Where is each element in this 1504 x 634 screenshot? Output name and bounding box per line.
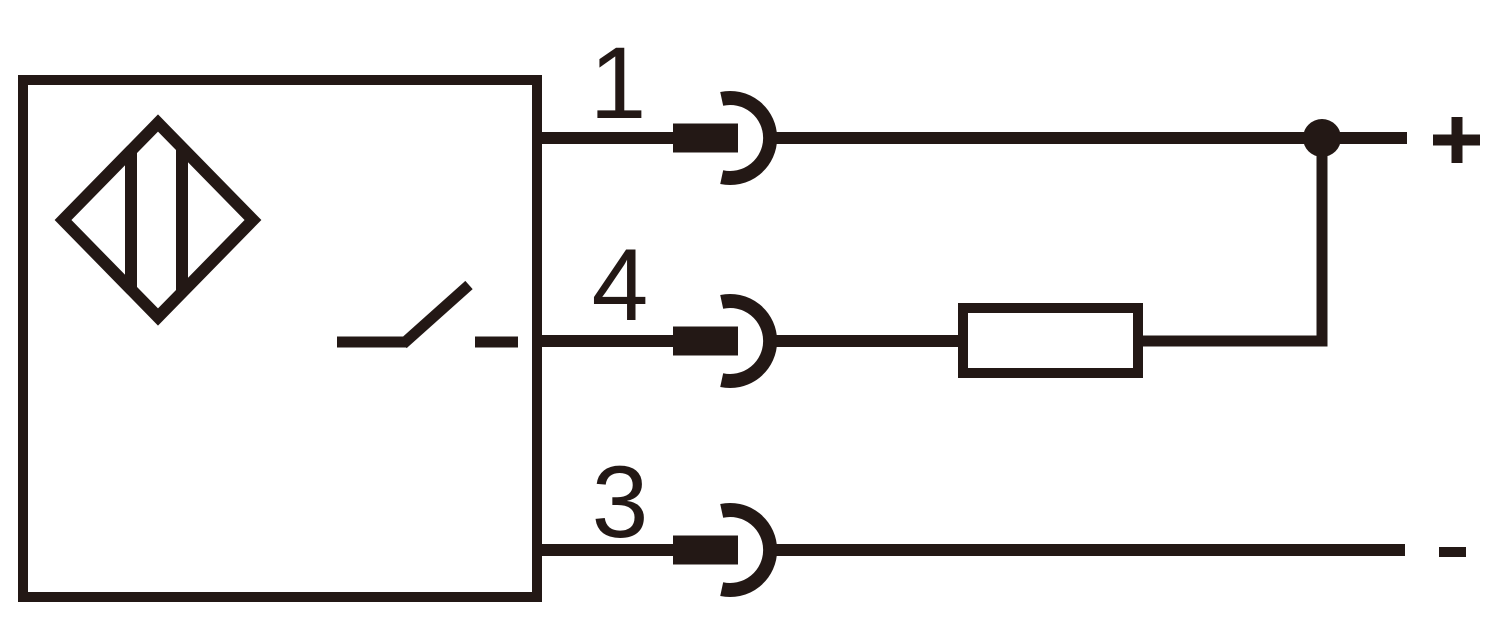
load-to-positive-wire [1143,150,1328,347]
pin-4-label: 4 [592,228,649,342]
pin-4-circuit: 4 [542,150,1328,388]
pin-4-plug-socket-icon [673,294,778,388]
pin-3-plug-pin [673,535,738,565]
pin-3-label: 3 [592,445,649,559]
pin-1-socket-arc [720,91,778,185]
junction-dot [1303,119,1341,157]
pin-1-plug-pin [673,123,738,153]
pin-3-circuit: 3 [542,445,1405,597]
positive-terminal-symbol [1433,117,1480,163]
normally-open-switch-icon [337,280,518,349]
pin-4-socket-arc [720,294,778,388]
pin-3-plug-socket-icon [673,503,778,597]
switch-lever-line [399,280,473,349]
pin-4-plug-pin [673,326,738,356]
pin-1-circuit: 1 [542,26,1407,185]
load-resistor-box [958,303,1143,378]
sensor-body [18,75,542,602]
diamond-outline [54,114,262,326]
proximity-sensor-diamond-icon [54,114,262,326]
pin-1-label: 1 [590,26,647,140]
sensor-body-outline [18,75,542,602]
pin-1-plug-socket-icon [673,91,778,185]
pin-3-socket-arc [720,503,778,597]
